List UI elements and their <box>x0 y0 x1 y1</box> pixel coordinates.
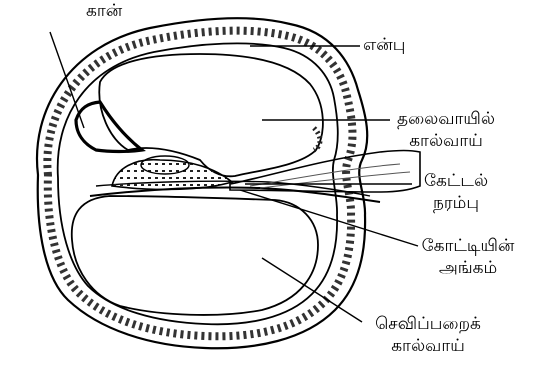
label-kettal-narambu: கேட்டல் நரம்பு <box>416 170 496 214</box>
leader-sevippaarai <box>262 258 362 322</box>
label-kaan: கான் <box>86 0 122 22</box>
label-talaivayil-kalvai: தலைவாயில் கால்வாய் <box>392 108 500 152</box>
scala-vestibuli <box>99 54 323 176</box>
label-line: தலைவாயில் <box>392 108 500 130</box>
scala-media <box>76 102 142 152</box>
label-line: கால்வாய் <box>360 335 496 357</box>
leader-kaan <box>50 32 84 128</box>
label-line: கேட்டல் <box>416 170 496 192</box>
label-sevippaarai-kalvai: செவிப்பறைக் கால்வாய் <box>360 313 496 357</box>
label-line: அங்கம் <box>420 257 516 279</box>
label-line: கால்வாய் <box>392 130 500 152</box>
leader-kortiyin <box>240 190 418 246</box>
label-enbu: என்பு <box>363 34 405 56</box>
label-line: நரம்பு <box>416 192 496 214</box>
organ-of-corti <box>112 160 232 190</box>
spiral-ligament-dots <box>314 128 320 150</box>
label-kortiyin-angam: கோட்டியின் அங்கம் <box>420 235 516 279</box>
label-line: செவிப்பறைக் <box>360 313 496 335</box>
scala-tympani <box>72 196 318 315</box>
label-line: கோட்டியின் <box>420 235 516 257</box>
